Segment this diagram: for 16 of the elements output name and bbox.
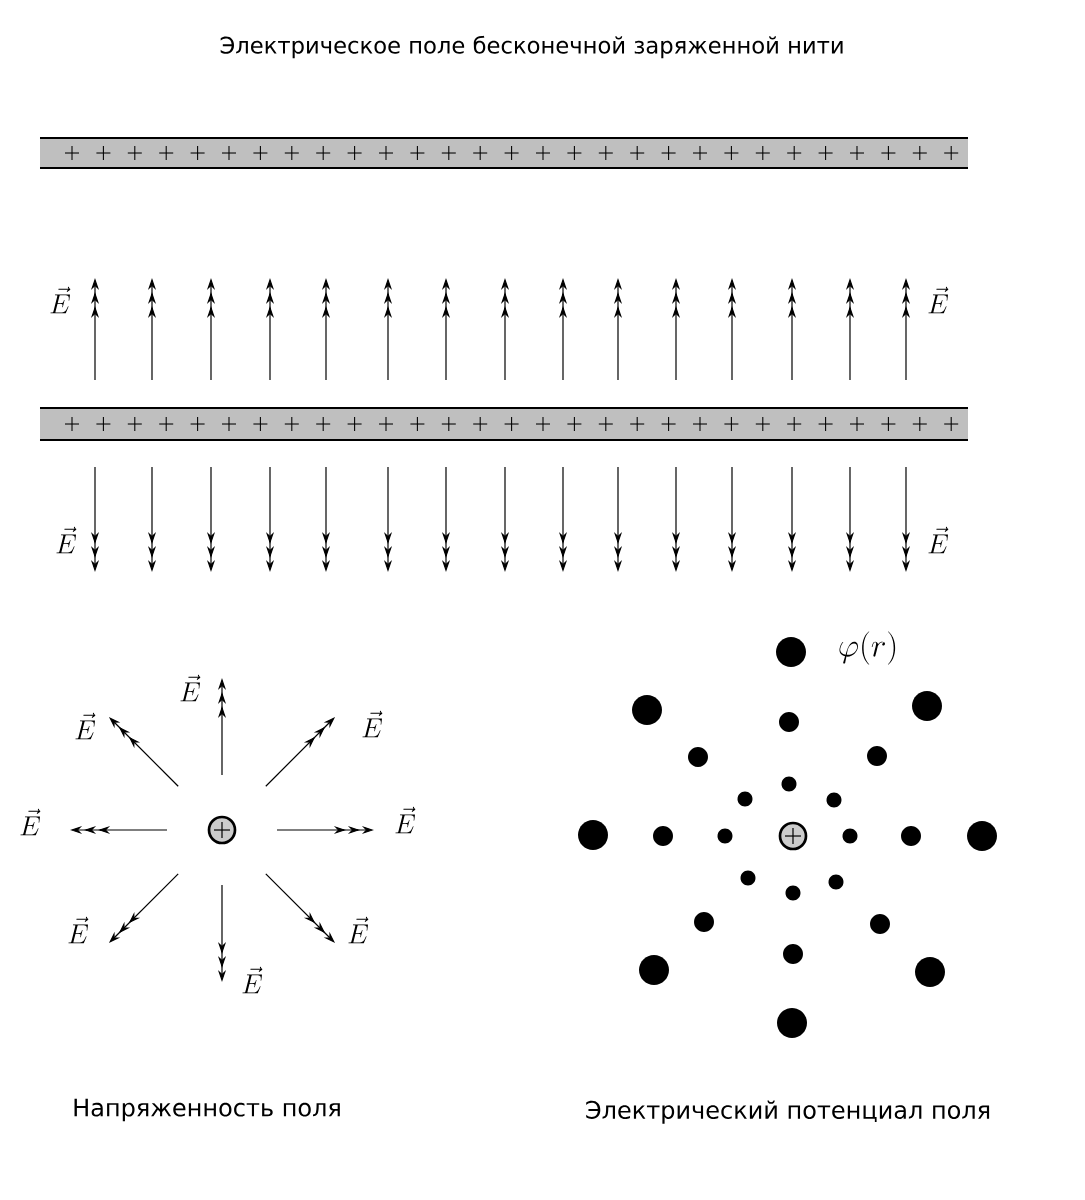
title: Электрическое поле бесконечной заряженной нити — [220, 35, 843, 59]
vector-label: $\vec{E}$ — [56, 526, 77, 554]
caption: Электрический потенциал поля — [586, 1100, 990, 1124]
vector-label: $\vec{E}$ — [50, 286, 71, 314]
vector-label: $\vec{E}$ — [180, 674, 201, 702]
vector-label: $\vec{E}$ — [75, 712, 96, 740]
vector-label: $\vec{E}$ — [928, 286, 949, 314]
vector-label: $\vec{E}$ — [242, 966, 263, 994]
vector-label: $\vec{E}$ — [362, 710, 383, 738]
vector-label: $\vec{E}$ — [928, 526, 949, 554]
vector-label: $\vec{E}$ — [20, 808, 41, 836]
vector-label: $\vec{E}$ — [68, 916, 89, 944]
vector-label: $\vec{E}$ — [348, 916, 369, 944]
potential-label: $\varphi(r)$ — [839, 631, 896, 665]
caption: Напряженность поля — [74, 1098, 340, 1122]
vector-label: $\vec{E}$ — [395, 806, 416, 834]
